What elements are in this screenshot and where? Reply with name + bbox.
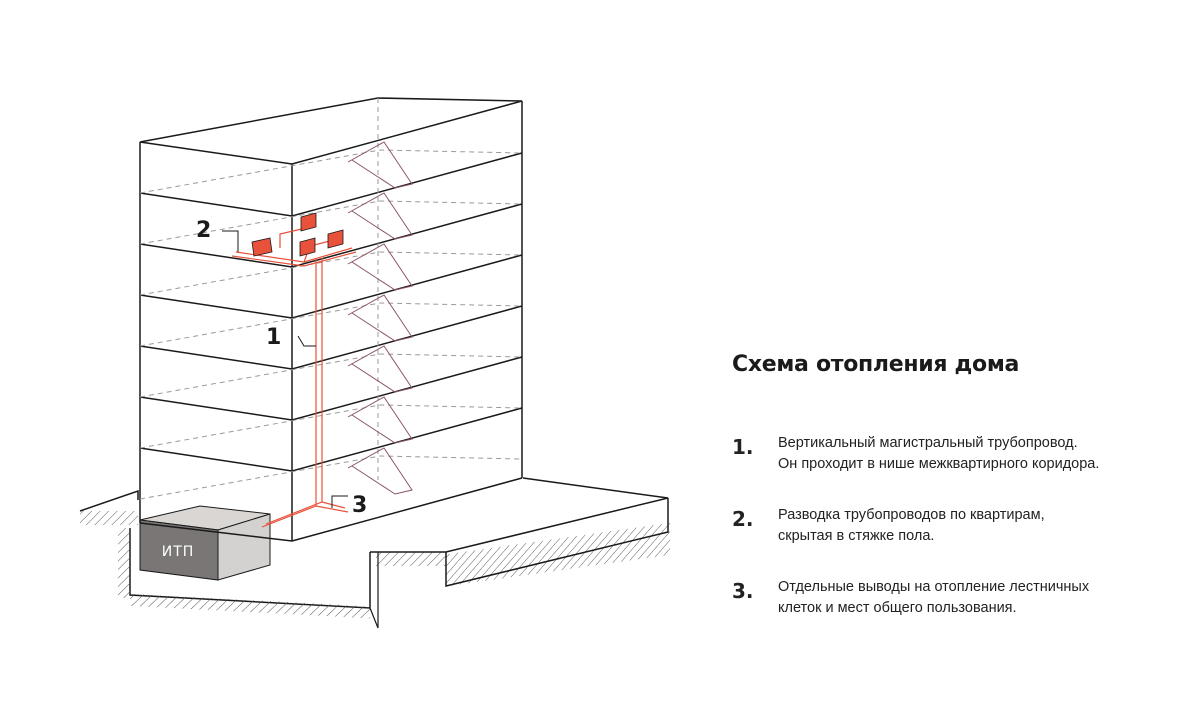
floor-slab <box>139 305 523 370</box>
stairs <box>347 141 413 495</box>
base-left <box>139 522 293 542</box>
hidden-floor-line <box>139 302 523 347</box>
stair-flight <box>347 447 413 495</box>
radiator <box>300 212 317 232</box>
legend-item-number: 3. <box>732 579 754 603</box>
base-right <box>291 477 523 542</box>
floor-distribution-pipe <box>231 251 357 267</box>
floor-slab <box>139 254 523 319</box>
legend-item-text: Вертикальный магистральный трубопровод. <box>778 435 1078 451</box>
legend-item-1: 1. Вертикальный магистральный трубопрово… <box>732 433 1172 475</box>
basement-main-pipe <box>261 505 349 528</box>
stair-flight <box>347 345 413 393</box>
legend-item-text: Разводка трубопроводов по квартирам, <box>778 507 1045 523</box>
hidden-floor-line <box>139 149 523 194</box>
floor-slab <box>139 407 523 472</box>
stair-flight <box>347 294 413 342</box>
floor-slab <box>139 203 523 268</box>
ground-hatch-right <box>376 552 446 566</box>
basement-hatch-bottom <box>130 593 370 619</box>
stair-flight <box>347 192 413 240</box>
radiator <box>251 237 273 257</box>
callout-3-number: 3 <box>352 493 367 518</box>
callout-3-leader <box>331 495 348 508</box>
legend-item-text: скрытая в стяжке пола. <box>778 528 935 544</box>
radiator <box>327 229 344 249</box>
legend-item-text: Он проходит в нише межквартирного коридо… <box>778 456 1100 472</box>
ground-hatch-left <box>80 511 138 525</box>
radiator <box>299 237 316 257</box>
legend-item-number: 2. <box>732 507 754 531</box>
hidden-floor-line <box>139 251 523 296</box>
legend-item-3: 3. Отдельные выводы на отопление лестнич… <box>732 577 1172 619</box>
stair-flight <box>347 141 413 189</box>
hidden-floor-lines <box>139 98 523 500</box>
callout-1: 1 <box>266 325 316 350</box>
building <box>139 97 523 542</box>
legend-item-text: Отдельные выводы на отопление лестничных <box>778 579 1090 595</box>
hidden-floor-line <box>139 200 523 245</box>
callout-3: 3 <box>331 493 367 518</box>
basement-corner <box>369 552 379 629</box>
ground-front-face <box>445 498 669 587</box>
floor-slab <box>139 152 523 217</box>
itp-side <box>217 513 271 581</box>
legend-item-number: 1. <box>732 435 754 459</box>
callout-2-number: 2 <box>196 218 211 243</box>
legend-item-2: 2. Разводка трубопроводов по квартирам, … <box>732 505 1172 547</box>
callout-1-leader <box>297 335 316 347</box>
ground-edge-right <box>370 477 669 553</box>
itp-block: ИТП <box>139 505 271 581</box>
radiators <box>251 212 344 257</box>
callout-2-leader <box>222 230 239 252</box>
callout-1-number: 1 <box>266 325 281 350</box>
floor-slab <box>139 356 523 421</box>
hidden-floor-line <box>139 455 523 500</box>
basement-hatch-left <box>118 528 130 598</box>
legend-item-text: клеток и мест общего пользования. <box>778 600 1017 616</box>
stair-flight <box>347 243 413 291</box>
legend: Схема отопления дома 1. Вертикальный маг… <box>732 352 1172 649</box>
floor-slabs <box>139 152 523 472</box>
stair-flight <box>347 396 413 444</box>
basement-main-pipe <box>265 501 346 525</box>
hidden-floor-line <box>139 404 523 449</box>
legend-title: Схема отопления дома <box>732 352 1020 377</box>
ground <box>79 477 670 629</box>
hidden-floor-line <box>139 353 523 398</box>
itp-label: ИТП <box>162 544 195 560</box>
ground-hatch-front <box>446 522 670 587</box>
ground-edge-left <box>79 489 139 512</box>
roof <box>139 97 523 165</box>
callout-2: 2 <box>196 218 239 252</box>
